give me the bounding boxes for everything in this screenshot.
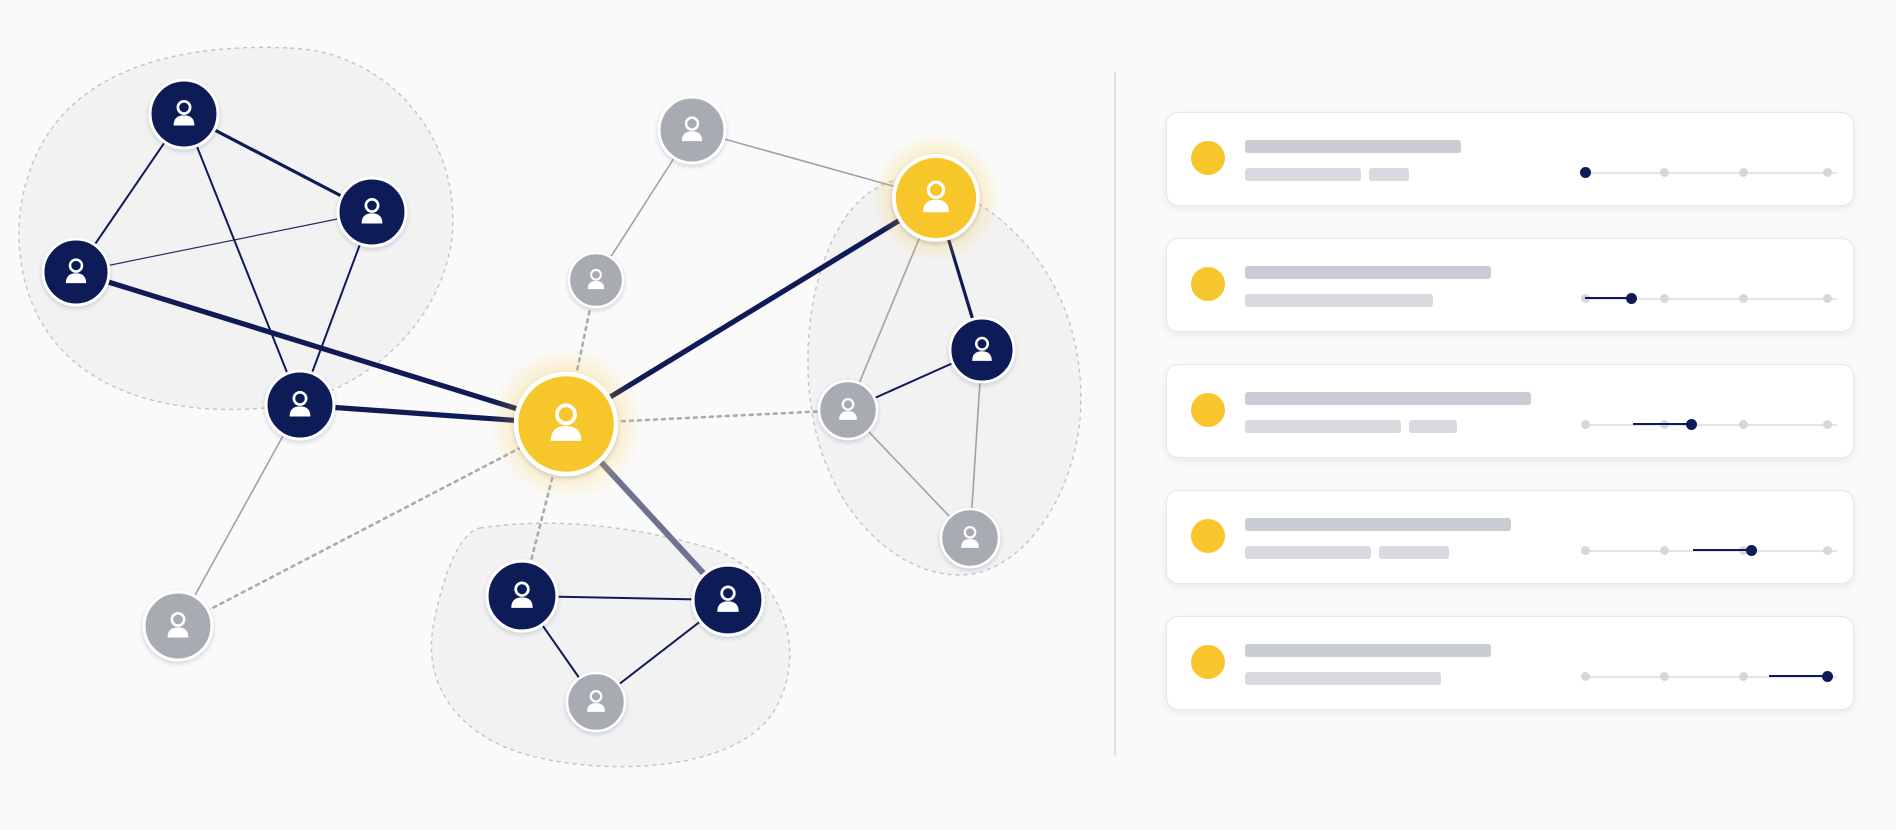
card-status-dot (1191, 645, 1225, 679)
node-a3 (41, 237, 111, 307)
track-tick (1823, 294, 1832, 303)
card-status-dot (1191, 141, 1225, 175)
card-status-dot (1191, 393, 1225, 427)
card-title-placeholder (1245, 392, 1531, 405)
card-title-placeholder (1245, 266, 1491, 279)
card-subtitle-placeholder (1245, 294, 1433, 307)
track-tick (1823, 420, 1832, 429)
track-knob (1746, 545, 1757, 556)
card-subtitle-placeholder (1245, 168, 1361, 181)
edge-a3-c (73, 269, 569, 427)
track-tick (1739, 294, 1748, 303)
card-subtitle-placeholder (1369, 168, 1409, 181)
card-title-placeholder (1245, 140, 1461, 153)
edge-g1-c (176, 422, 568, 628)
track-line (1585, 172, 1837, 174)
track-progress-segment (1693, 549, 1751, 551)
track-tick (1581, 420, 1590, 429)
track-knob (1580, 167, 1591, 178)
track-tick (1660, 672, 1669, 681)
track-tick (1739, 168, 1748, 177)
track-knob (1822, 671, 1833, 682)
track-line (1585, 424, 1837, 426)
track-tick (1581, 672, 1590, 681)
track-tick (1660, 294, 1669, 303)
cluster-hull-left (18, 46, 454, 411)
node-c (513, 371, 619, 477)
panel-divider (1114, 72, 1116, 756)
list-card[interactable] (1166, 364, 1854, 458)
card-subtitle-placeholder (1245, 672, 1441, 685)
node-r1 (948, 316, 1016, 384)
node-b2 (691, 563, 765, 637)
node-b3 (565, 671, 627, 733)
card-subtitle-placeholder (1379, 546, 1449, 559)
track-progress-segment (1769, 675, 1827, 677)
track-tick (1581, 546, 1590, 555)
edge-a4-g1 (177, 404, 301, 627)
node-y2 (892, 154, 980, 242)
track-tick (1660, 546, 1669, 555)
card-progress-track (1580, 167, 1837, 178)
card-title-placeholder (1245, 644, 1491, 657)
card-subtitle-placeholder (1245, 420, 1401, 433)
list-card[interactable] (1166, 616, 1854, 710)
node-g3 (657, 95, 727, 165)
card-progress-track (1581, 293, 1837, 304)
track-progress-segment (1585, 297, 1631, 299)
node-a2 (336, 176, 408, 248)
node-r3 (939, 507, 1001, 569)
track-knob (1626, 293, 1637, 304)
card-status-dot (1191, 267, 1225, 301)
card-title-placeholder (1245, 518, 1511, 531)
node-g1 (142, 590, 214, 662)
list-card[interactable] (1166, 490, 1854, 584)
track-tick (1739, 420, 1748, 429)
network-diagram (18, 46, 1082, 768)
node-a1 (148, 78, 220, 150)
card-subtitle-placeholder (1245, 546, 1371, 559)
list-card[interactable] (1166, 112, 1854, 206)
graph-nodes (41, 78, 1016, 733)
track-line (1585, 676, 1837, 678)
track-line (1585, 550, 1837, 552)
card-progress-track (1581, 545, 1837, 556)
list-card[interactable] (1166, 238, 1854, 332)
track-line (1585, 298, 1837, 300)
card-progress-track (1581, 419, 1837, 430)
node-g2 (567, 251, 625, 309)
node-b1 (485, 559, 559, 633)
card-status-dot (1191, 519, 1225, 553)
track-tick (1823, 168, 1832, 177)
edge-a2-a3 (75, 211, 373, 273)
card-progress-track (1581, 671, 1837, 682)
track-tick (1739, 672, 1748, 681)
track-progress-segment (1633, 423, 1691, 425)
node-a4 (264, 369, 336, 441)
cluster-hull-bottom (430, 522, 791, 768)
track-tick (1823, 546, 1832, 555)
track-tick (1660, 168, 1669, 177)
node-r2 (817, 379, 879, 441)
edge-a1-a4 (183, 113, 301, 406)
cluster-hull-right (807, 177, 1082, 576)
card-subtitle-placeholder (1409, 420, 1457, 433)
track-knob (1686, 419, 1697, 430)
